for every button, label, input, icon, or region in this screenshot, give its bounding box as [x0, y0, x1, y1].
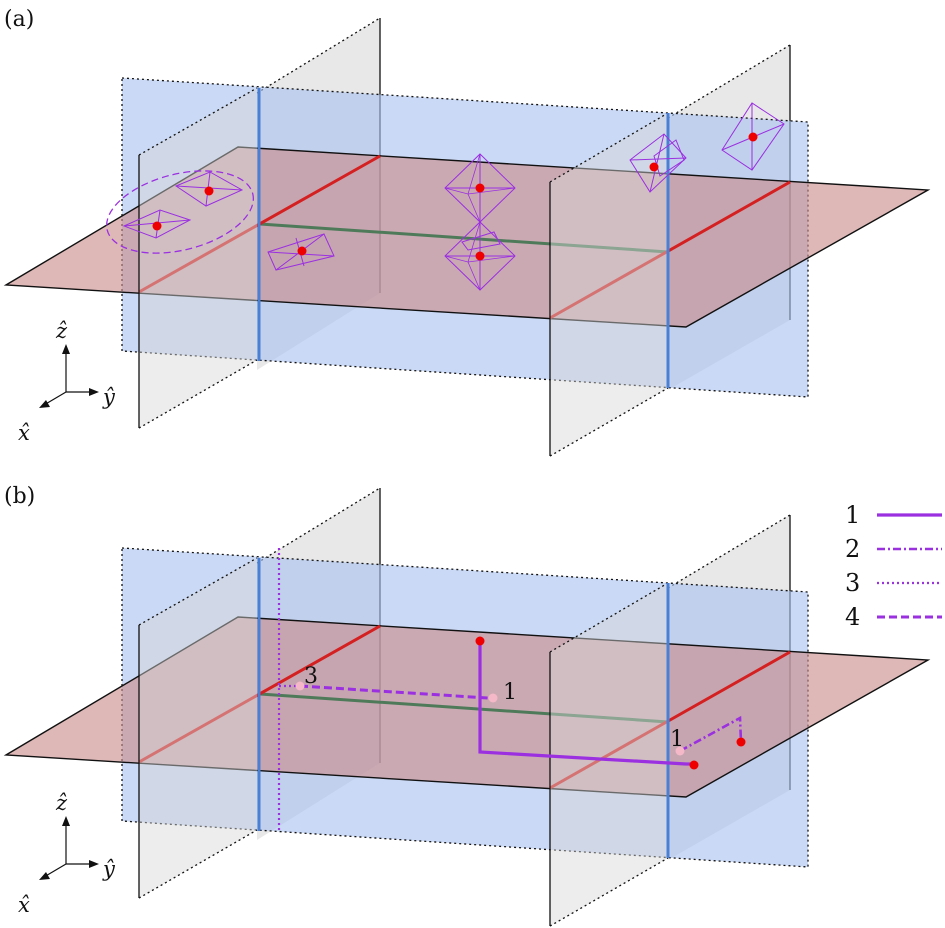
site-dot — [736, 737, 746, 747]
path-2-dashdot — [679, 715, 743, 753]
axes-triad-b — [38, 815, 100, 881]
legend-label-4: 4 — [845, 603, 860, 631]
cluster-ellipse — [105, 170, 255, 254]
legend: 1 2 3 4 — [845, 501, 942, 631]
site-dot — [475, 183, 485, 193]
axes-triad-a — [38, 343, 100, 409]
pink-dot — [675, 746, 685, 756]
site-dot — [152, 221, 162, 231]
site-dot — [297, 246, 307, 256]
site-dot — [475, 636, 485, 646]
site-dot — [689, 760, 699, 770]
axis-label-z: ẑ — [55, 319, 68, 343]
site-dot — [204, 186, 214, 196]
panel-b-label: (b) — [4, 484, 35, 509]
panel-a: (a) — [4, 7, 930, 458]
axis-label-y: ŷ — [102, 857, 116, 881]
panel-a-planes — [4, 16, 930, 458]
legend-label-1: 1 — [845, 501, 860, 529]
site-dot — [748, 132, 758, 142]
small-polyhedron-center — [461, 231, 501, 251]
pink-dot — [488, 693, 498, 703]
panel-b-planes — [4, 486, 930, 928]
path-label-1-center: 1 — [503, 680, 517, 705]
tilted-polyhedron-right-1 — [629, 133, 687, 193]
panel-a-label: (a) — [4, 7, 34, 32]
path-4-dashed — [299, 684, 489, 700]
panel-b: (b) 3 1 1 ẑ ŷ x̂ 1 2 3 — [4, 484, 942, 928]
axis-label-x: x̂ — [18, 893, 30, 917]
axis-label-x: x̂ — [18, 421, 30, 445]
path-label-1-right: 1 — [670, 727, 684, 752]
legend-label-3: 3 — [845, 569, 860, 597]
legend-label-2: 2 — [845, 535, 860, 563]
axis-label-z: ẑ — [55, 791, 68, 815]
axis-label-y: ŷ — [102, 385, 116, 409]
pink-dot — [295, 681, 305, 691]
path-label-3: 3 — [304, 664, 318, 689]
site-dot — [649, 162, 659, 172]
site-dot — [475, 251, 485, 261]
